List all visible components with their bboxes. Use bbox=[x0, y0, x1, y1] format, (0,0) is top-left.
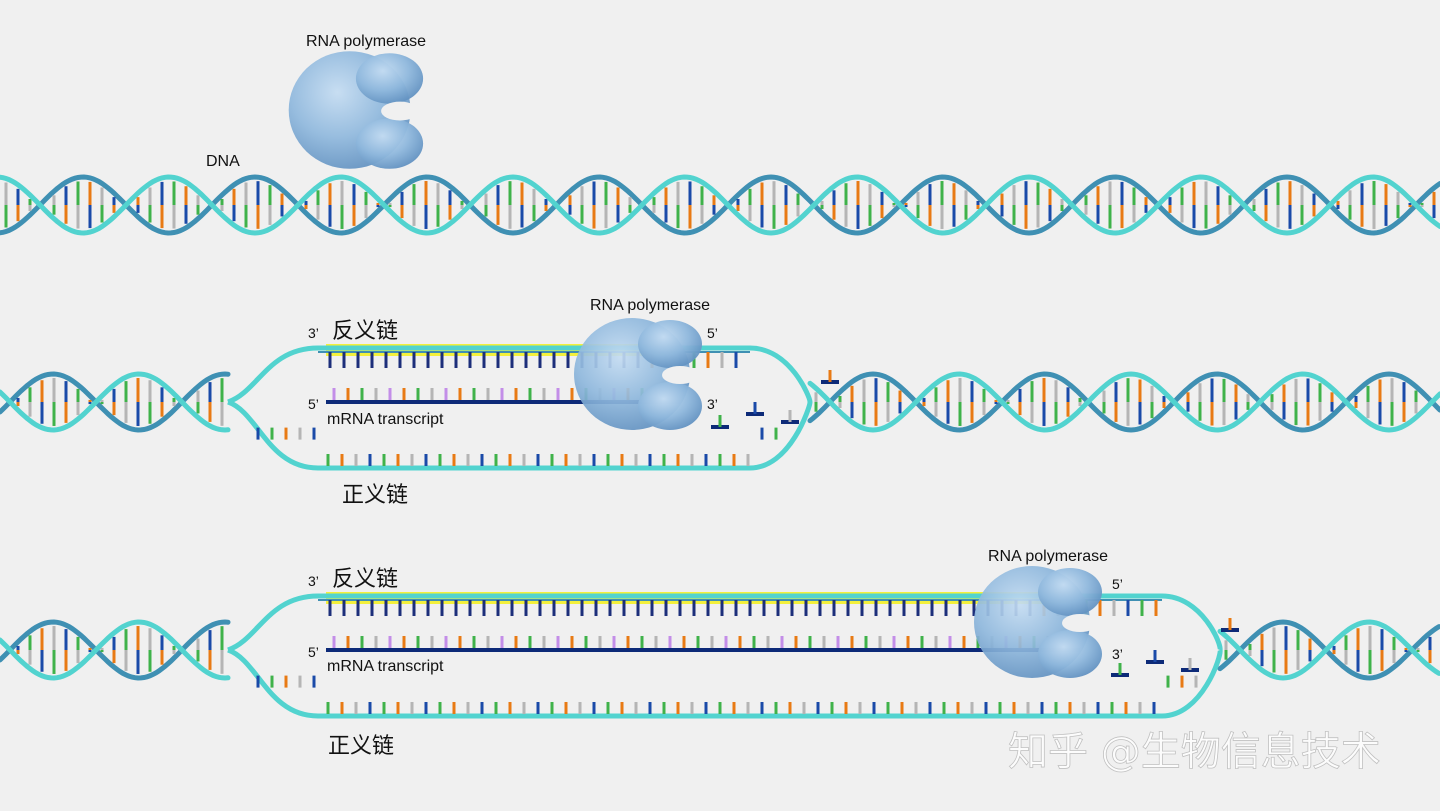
mrna-5prime-label: 5’ bbox=[308, 396, 319, 412]
polymerase-cleft bbox=[381, 101, 419, 121]
dna-label: DNA bbox=[206, 153, 240, 170]
dna-backbone-strand bbox=[0, 174, 1440, 236]
polymerase-cleft bbox=[662, 366, 698, 384]
antisense-strand-label: 反义链 bbox=[332, 567, 398, 592]
polymerase-cleft bbox=[1062, 614, 1098, 632]
panel-transcription-early bbox=[0, 318, 1440, 471]
dna-backbone-strand bbox=[0, 371, 231, 433]
polymerase-lobe bbox=[638, 382, 702, 430]
watermark-text: 知乎 @生物信息技术 bbox=[1008, 729, 1381, 775]
sense-strand bbox=[227, 647, 1223, 719]
dna-backbone-strand bbox=[0, 619, 231, 681]
antisense-3prime-label: 3’ bbox=[308, 573, 319, 589]
polymerase-label: RNA polymerase bbox=[590, 297, 710, 314]
polymerase-label: RNA polymerase bbox=[306, 33, 426, 50]
antisense-strand-label: 反义链 bbox=[332, 319, 398, 344]
polymerase-lobe bbox=[638, 320, 702, 368]
polymerase-lobe bbox=[1038, 630, 1102, 678]
antisense-strand bbox=[227, 593, 1223, 653]
dna-backbone-strand bbox=[1217, 619, 1440, 681]
polymerase-lobe bbox=[355, 118, 424, 169]
mrna-5prime-label: 5’ bbox=[308, 644, 319, 660]
dna-backbone-strand bbox=[0, 371, 231, 433]
sense-strand-label: 正义链 bbox=[342, 483, 408, 508]
panel-transcription-late bbox=[0, 566, 1440, 719]
sense-strand bbox=[227, 399, 813, 471]
antisense-strand bbox=[227, 345, 813, 405]
polymerase-lobe bbox=[1038, 568, 1102, 616]
polymerase-lobe bbox=[355, 53, 424, 104]
antisense-3prime-label: 3’ bbox=[308, 325, 319, 341]
mrna-3prime-label: 3’ bbox=[1112, 646, 1123, 662]
mrna-transcript-label: mRNA transcript bbox=[327, 411, 444, 428]
dna-backbone-strand bbox=[807, 371, 1440, 433]
polymerase-label: RNA polymerase bbox=[988, 548, 1108, 565]
antisense-5prime-label: 5’ bbox=[1112, 576, 1123, 592]
panel-dna-free bbox=[0, 51, 1440, 236]
sense-strand-label: 正义链 bbox=[328, 734, 394, 759]
dna-backbone-strand bbox=[0, 619, 231, 681]
dna-backbone-strand bbox=[1217, 619, 1440, 681]
antisense-5prime-label: 5’ bbox=[707, 325, 718, 341]
mrna-3prime-label: 3’ bbox=[707, 396, 718, 412]
mrna-transcript-label: mRNA transcript bbox=[327, 658, 444, 675]
dna-backbone-strand bbox=[0, 174, 1440, 236]
